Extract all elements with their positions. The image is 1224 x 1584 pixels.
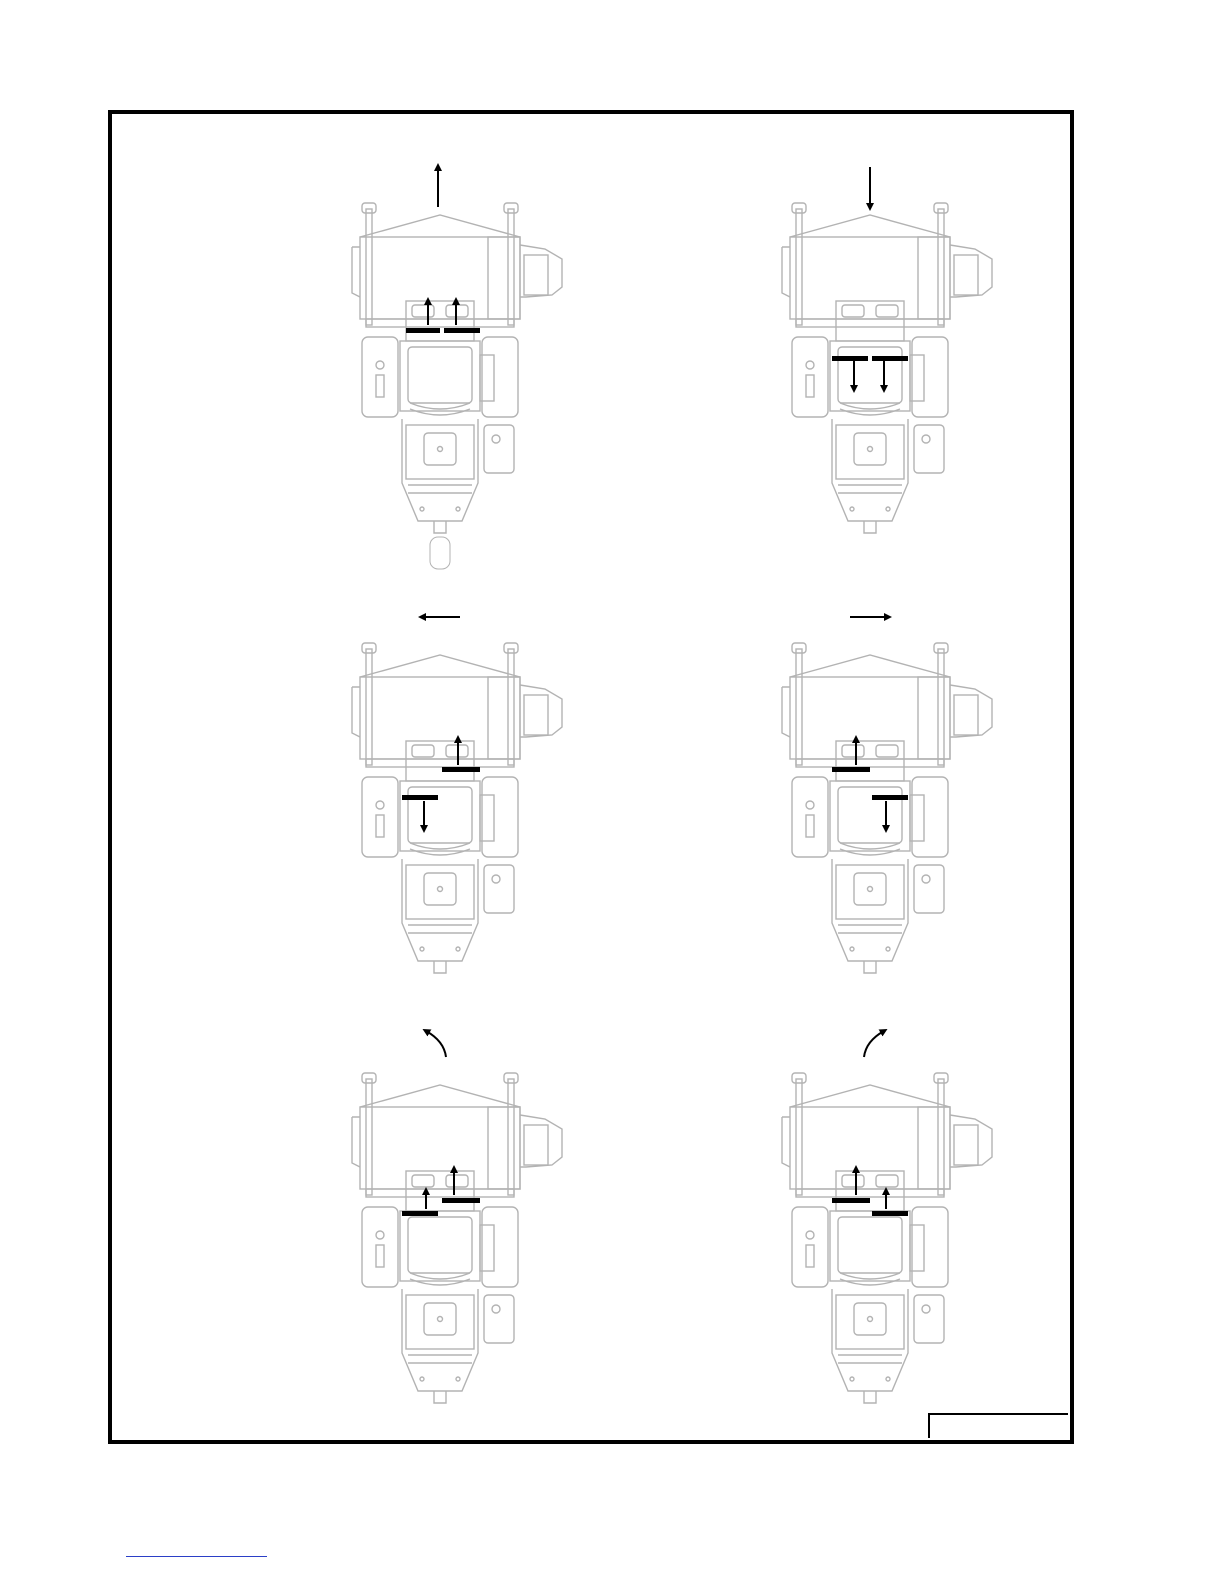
- left-lever-bar: [832, 356, 868, 361]
- mower-gradual-right: [770, 1030, 1030, 1450]
- footer-link-underline[interactable]: [126, 1556, 267, 1557]
- left-lever-bar: [832, 767, 870, 772]
- right-lever-bar: [872, 1211, 908, 1216]
- rear-caster: [430, 537, 450, 569]
- mower-left-turn: [340, 600, 600, 1020]
- mower-gradual-left: [340, 1030, 600, 1450]
- left-lever-bar: [402, 1211, 438, 1216]
- right-lever-bar: [872, 356, 908, 361]
- mower-right-turn: [770, 600, 1030, 1020]
- right-lever-bar: [442, 1198, 480, 1203]
- direction-arrow-curve-right: [864, 1031, 884, 1057]
- mower-forward: [340, 160, 600, 580]
- left-lever-bar: [406, 328, 440, 333]
- right-lever-bar: [442, 767, 480, 772]
- direction-arrow-curve-left: [426, 1031, 446, 1057]
- right-lever-bar: [872, 795, 908, 800]
- mower-reverse: [770, 160, 1030, 580]
- left-lever-bar: [832, 1198, 870, 1203]
- left-lever-bar: [402, 795, 438, 800]
- right-lever-bar: [444, 328, 480, 333]
